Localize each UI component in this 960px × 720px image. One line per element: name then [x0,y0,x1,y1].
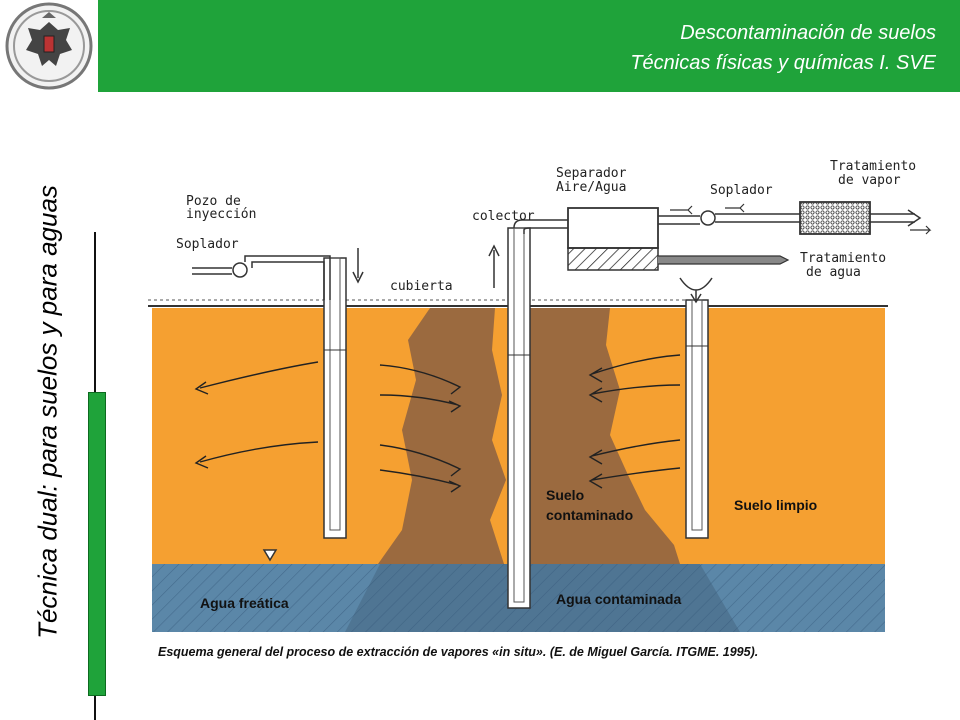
logo [0,0,98,92]
label-suelo-contaminado-2: contaminado [546,507,633,523]
label-suelo-limpio: Suelo limpio [734,497,817,513]
side-title: Técnica dual: para suelos y para aguas [32,185,63,639]
label-trat-vapor-1: Tratamiento [830,159,916,174]
label-colector: colector [472,209,535,224]
label-pozo-1: Pozo de [186,194,241,209]
label-agua-freatica: Agua freática [200,595,289,611]
label-separador-1: Separador [556,166,627,181]
header-band: Descontaminación de suelos Técnicas físi… [98,0,960,92]
side-accent-bar [88,392,106,696]
label-agua-contaminada: Agua contaminada [556,591,681,607]
sve-diagram: Pozo de inyección Soplador cubierta cole… [148,159,932,659]
label-soplador-right: Soplador [710,183,773,198]
header-title: Descontaminación de suelos Técnicas físi… [630,18,936,78]
label-trat-agua-2: de agua [806,265,861,280]
label-trat-agua-1: Tratamiento [800,251,886,266]
label-pozo-2: inyección [186,207,256,222]
university-crest-icon [5,2,93,90]
header-line-1: Descontaminación de suelos [680,22,936,44]
contaminated-soil-left [378,308,506,564]
label-trat-vapor-2: de vapor [838,173,901,188]
diagram-caption: Esquema general del proceso de extracció… [158,645,758,659]
label-separador-2: Aire/Agua [556,180,626,195]
label-cubierta: cubierta [390,279,453,294]
label-suelo-contaminado-1: Suelo [546,487,584,503]
slide-header: Descontaminación de suelos Técnicas físi… [0,0,960,92]
contaminated-soil-right [528,308,680,564]
label-soplador-left: Soplador [176,237,239,252]
header-line-2: Técnicas físicas y químicas I. SVE [630,52,936,74]
